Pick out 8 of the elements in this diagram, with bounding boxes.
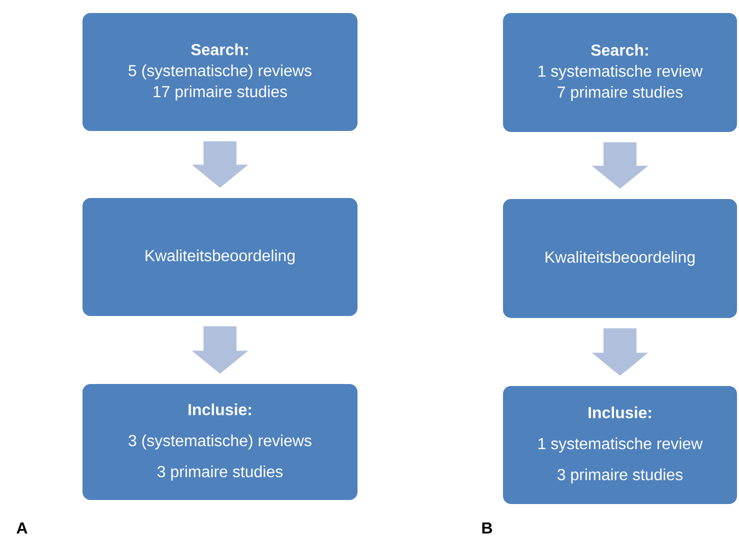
process-box: Kwaliteitsbeoordeling [503, 199, 737, 318]
panel-letter: A [16, 522, 28, 534]
process-box: Inclusie: 1 systematische review 3 primaire studies [503, 386, 737, 504]
process-box: Kwaliteitsbeoordeling [82, 198, 358, 316]
panel-letter: B [482, 522, 492, 534]
process-box: Search: 5 (systematische) reviews 17 primaire studies [82, 13, 358, 131]
process-box: Search: 1 systematische review 7 primaire studies [503, 13, 737, 132]
process-box: Inclusie: 3 (systematische) reviews 3 primaire studies [82, 384, 358, 500]
